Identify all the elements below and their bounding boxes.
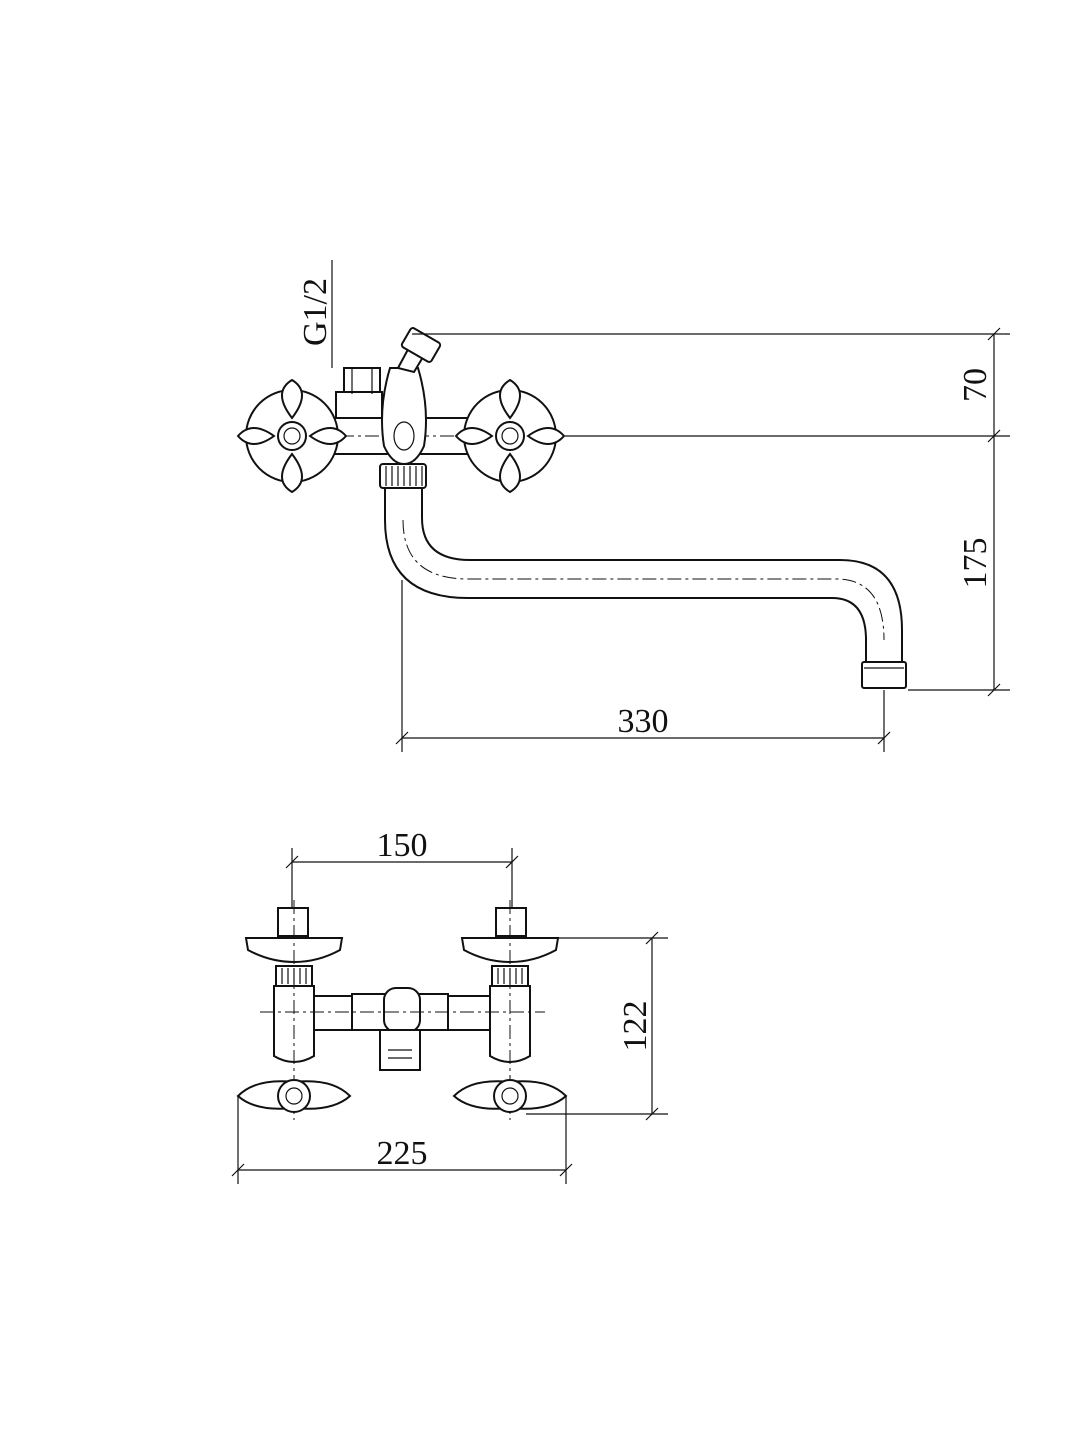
left-valve-body xyxy=(273,985,315,1063)
top-view: 150 122 225 xyxy=(231,827,668,1184)
right-cross-handle[interactable] xyxy=(454,378,566,494)
left-bottom-lever[interactable] xyxy=(236,1079,352,1113)
inlet-spacing-label: 150 xyxy=(377,827,428,864)
spout-nut xyxy=(379,463,427,489)
diverter-body xyxy=(381,327,442,466)
right-top-stem xyxy=(495,907,527,937)
side-view: G1/2 70 175 330 xyxy=(236,260,1010,752)
inlet-connector xyxy=(335,367,383,419)
thread-size-label: G1/2 xyxy=(297,278,334,346)
depth-label: 122 xyxy=(617,1001,654,1052)
left-top-stem xyxy=(277,907,309,937)
spout xyxy=(384,488,907,689)
spout-length-label: 330 xyxy=(618,703,669,740)
left-cross-handle[interactable] xyxy=(236,378,348,494)
diverter-knob xyxy=(383,987,421,1033)
top-view-dimensions xyxy=(231,848,668,1184)
overall-width-label: 225 xyxy=(377,1135,428,1172)
height-above-axis-label: 70 xyxy=(957,368,994,402)
spout-drop-label: 175 xyxy=(957,538,994,589)
side-view-dimensions xyxy=(331,260,1010,752)
right-bottom-lever[interactable] xyxy=(452,1079,568,1113)
right-valve-body xyxy=(489,985,531,1063)
